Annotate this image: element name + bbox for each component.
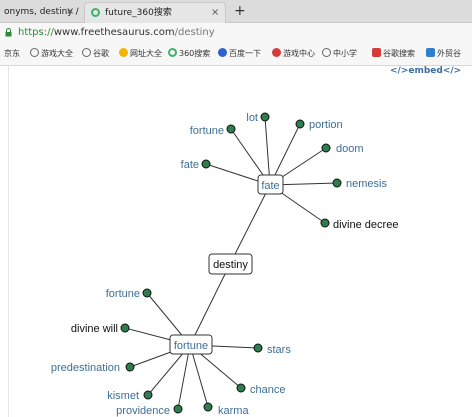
edge-fate-lot xyxy=(264,116,271,186)
node-dot[interactable] xyxy=(295,119,305,129)
node-dot[interactable] xyxy=(125,362,135,372)
bookmark-trade[interactable]: 外贸谷 xyxy=(426,48,461,60)
embed-link[interactable]: </>embed</> xyxy=(390,66,462,76)
bookmark-games[interactable]: 游戏大全 xyxy=(30,48,73,60)
bookmark-label: 360搜索 xyxy=(179,49,211,58)
url-path: /destiny xyxy=(174,27,215,38)
tab-bar: onyms, destiny / × future_360搜索 × + xyxy=(0,0,472,23)
bookmarks-bar: 京东 游戏大全 谷歌 网址大全 360搜索 百度一下 游戏中心 中小学 谷歌搜索… xyxy=(0,43,472,66)
baidu-icon xyxy=(218,48,227,57)
url-text[interactable]: https://www.freethesaurus.com/destiny xyxy=(18,26,215,40)
word-stars[interactable]: stars xyxy=(267,344,291,356)
synonym-graph: lot portion doom nemesis divine decree f… xyxy=(51,112,399,417)
word-fortune[interactable]: fortune xyxy=(190,125,224,137)
hub-box-fortune[interactable] xyxy=(169,334,213,355)
360-search-icon xyxy=(91,8,100,17)
page-content: </>embed</> lot portion doom nemesis div… xyxy=(0,66,472,417)
word-nemesis[interactable]: nemesis xyxy=(346,178,387,190)
globe-icon xyxy=(30,48,39,57)
word-divine-will[interactable]: divine will xyxy=(71,323,118,335)
node-dot[interactable] xyxy=(260,112,270,122)
node-dot[interactable] xyxy=(143,390,153,400)
bookmark-label: 谷歌搜索 xyxy=(383,49,415,58)
node-dot[interactable] xyxy=(120,323,130,333)
hub-fortune[interactable]: fortune xyxy=(174,340,208,352)
edge-fortune-karma xyxy=(189,344,209,408)
edge-destiny-fortune xyxy=(189,263,231,346)
divider xyxy=(8,66,9,417)
tab-thesaurus[interactable]: onyms, destiny / × xyxy=(0,2,80,22)
globe-icon xyxy=(82,48,91,57)
edge-fortune-providence xyxy=(177,344,191,410)
word-fortune[interactable]: fortune xyxy=(106,288,140,300)
node-dot[interactable] xyxy=(236,383,246,393)
center-box[interactable] xyxy=(208,253,253,275)
word-karma[interactable]: karma xyxy=(218,405,249,417)
word-chance[interactable]: chance xyxy=(250,384,285,396)
globe-icon xyxy=(322,48,331,57)
close-icon[interactable]: × xyxy=(66,6,75,17)
node-dot[interactable] xyxy=(321,143,331,153)
edge-destiny-fate xyxy=(229,184,271,265)
bookmark-game-center[interactable]: 游戏中心 xyxy=(272,48,315,60)
gamepad-icon xyxy=(272,48,281,57)
bookmark-360[interactable]: 360搜索 xyxy=(168,48,210,60)
360-search-icon xyxy=(168,48,177,57)
bookmark-label: 网址大全 xyxy=(130,49,162,58)
hao-icon xyxy=(119,48,128,57)
zhi-icon xyxy=(426,48,435,57)
node-dot[interactable] xyxy=(320,218,330,228)
bookmark-label: 外贸谷 xyxy=(437,49,461,58)
node-dot[interactable] xyxy=(142,288,152,298)
bookmark-baidu[interactable]: 百度一下 xyxy=(218,48,261,60)
hub-box-fate[interactable] xyxy=(257,174,284,195)
word-kismet[interactable]: kismet xyxy=(107,390,139,402)
bookmark-hao[interactable]: 网址大全 xyxy=(119,48,162,60)
address-bar[interactable]: https://www.freethesaurus.com/destiny xyxy=(0,23,472,43)
search-icon xyxy=(372,48,381,57)
word-fate[interactable]: fate xyxy=(181,159,199,171)
bookmark-label: 百度一下 xyxy=(229,49,261,58)
close-icon[interactable]: × xyxy=(211,7,220,18)
bookmark-label: 京东 xyxy=(4,49,20,58)
hub-fate[interactable]: fate xyxy=(261,180,279,192)
bookmark-label: 谷歌 xyxy=(93,49,109,58)
node-dot[interactable] xyxy=(173,404,183,414)
node-dot[interactable] xyxy=(253,343,263,353)
lock-icon xyxy=(5,28,12,37)
node-dot[interactable] xyxy=(203,402,213,412)
word-lot[interactable]: lot xyxy=(246,112,258,124)
bookmark-school[interactable]: 中小学 xyxy=(322,48,357,60)
bookmark-google-search[interactable]: 谷歌搜索 xyxy=(372,48,415,60)
bookmark-label: 游戏大全 xyxy=(41,49,73,58)
node-dot[interactable] xyxy=(201,159,211,169)
bookmark-jd[interactable]: 京东 xyxy=(4,48,20,60)
tab-label: onyms, destiny / xyxy=(4,7,79,17)
center-word[interactable]: destiny xyxy=(213,259,248,271)
word-providence[interactable]: providence xyxy=(116,405,170,417)
node-dot[interactable] xyxy=(226,124,236,134)
url-scheme: https:// xyxy=(18,27,54,38)
word-portion[interactable]: portion xyxy=(309,119,343,131)
bookmark-label: 中小学 xyxy=(333,49,357,58)
bookmark-label: 游戏中心 xyxy=(283,49,315,58)
word-divine-decree[interactable]: divine decree xyxy=(333,219,398,231)
word-predestination[interactable]: predestination xyxy=(51,362,120,374)
url-host: www.freethesaurus.com xyxy=(53,27,175,38)
bookmark-google[interactable]: 谷歌 xyxy=(82,48,109,60)
new-tab-button[interactable]: + xyxy=(234,3,246,19)
tab-360-search[interactable]: future_360搜索 × xyxy=(84,2,226,23)
tab-label: future_360搜索 xyxy=(105,8,172,18)
word-doom[interactable]: doom xyxy=(336,143,364,155)
node-dot[interactable] xyxy=(332,178,342,188)
